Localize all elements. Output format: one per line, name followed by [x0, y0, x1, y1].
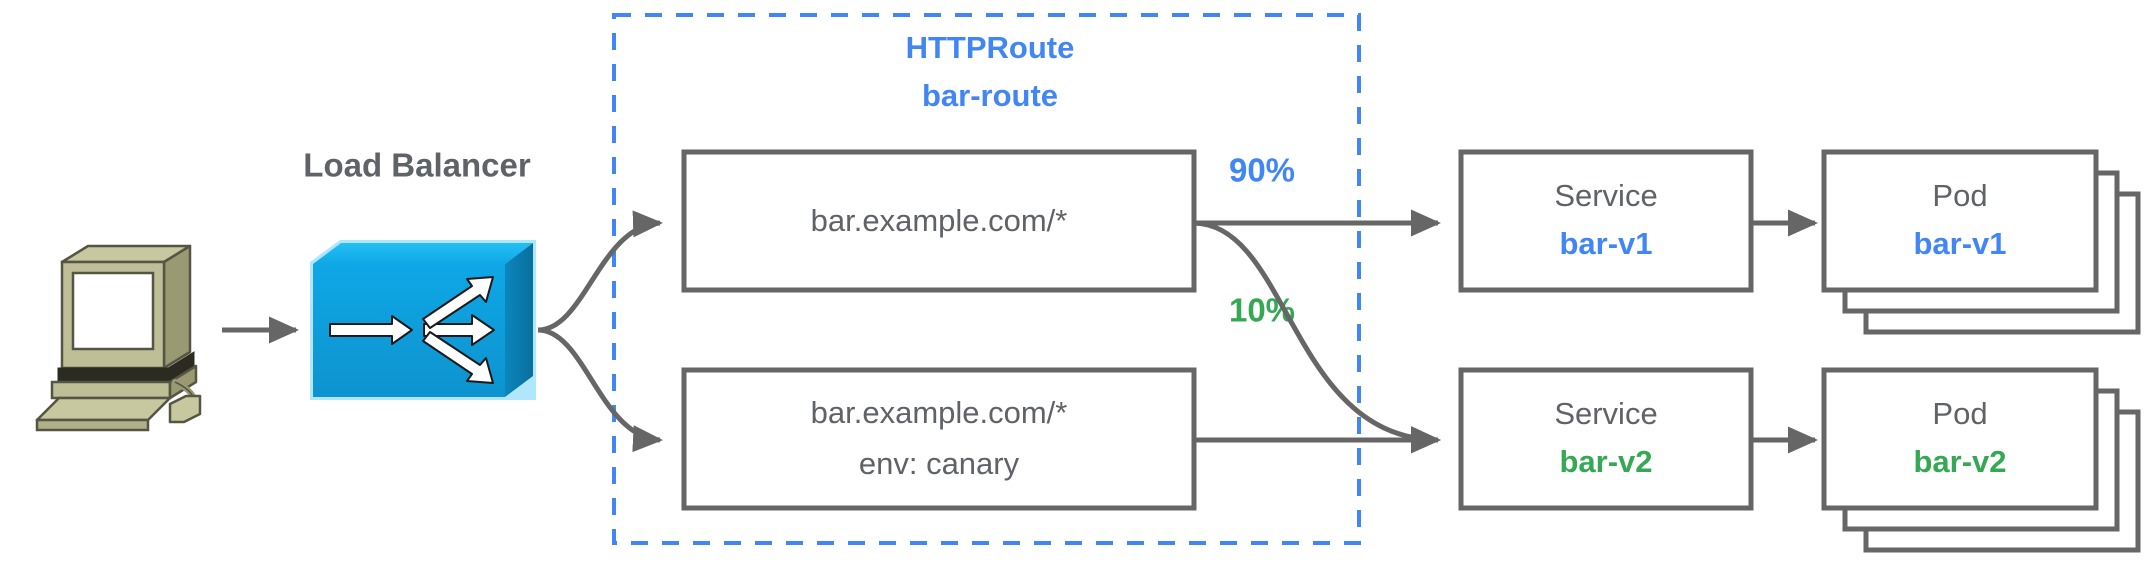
service-bar-v1-name: bar-v1 [1559, 226, 1652, 261]
service-bar-v1-kind: Service [1554, 178, 1657, 213]
route-rule-canary-header: env: canary [859, 446, 1020, 481]
service-box-bar-v2[interactable] [1458, 367, 1754, 511]
pod-bar-v2-kind: Pod [1932, 396, 1987, 431]
pod-stack-bar-v1[interactable]: Pod bar-v1 [1821, 149, 2141, 335]
pod-stack-bar-v2[interactable]: Pod bar-v2 [1821, 367, 2141, 553]
pod-bar-v2-name: bar-v2 [1913, 444, 2006, 479]
edge-rule-primary-to-service-bar-v2 [1193, 220, 1441, 454]
weight-label-90: 90% [1229, 152, 1295, 189]
httproute-group-boundary [612, 13, 1361, 545]
pod-bar-v1-replica-1 [1821, 149, 2099, 293]
load-balancer-icon [310, 240, 536, 400]
route-rule-box-primary[interactable] [681, 149, 1197, 293]
route-rule-primary-hostname: bar.example.com/* [811, 203, 1068, 238]
httproute-name-label: bar-route [922, 78, 1058, 113]
load-balancer-label: Load Balancer [303, 147, 531, 184]
workstation-icon [35, 244, 202, 432]
route-rule-canary-hostname: bar.example.com/* [811, 395, 1068, 430]
httproute-kind-label: HTTPRoute [906, 30, 1075, 65]
pod-bar-v2-replica-1 [1821, 367, 2099, 511]
service-bar-v2-name: bar-v2 [1559, 444, 1652, 479]
service-bar-v2-kind: Service [1554, 396, 1657, 431]
pod-bar-v1-kind: Pod [1932, 178, 1987, 213]
route-rule-box-canary[interactable] [681, 367, 1197, 511]
pod-bar-v1-name: bar-v1 [1913, 226, 2006, 261]
edge-loadbalancer-to-rule-canary [537, 327, 663, 453]
service-box-bar-v1[interactable] [1458, 149, 1754, 293]
edge-loadbalancer-to-rule-primary [537, 210, 663, 333]
